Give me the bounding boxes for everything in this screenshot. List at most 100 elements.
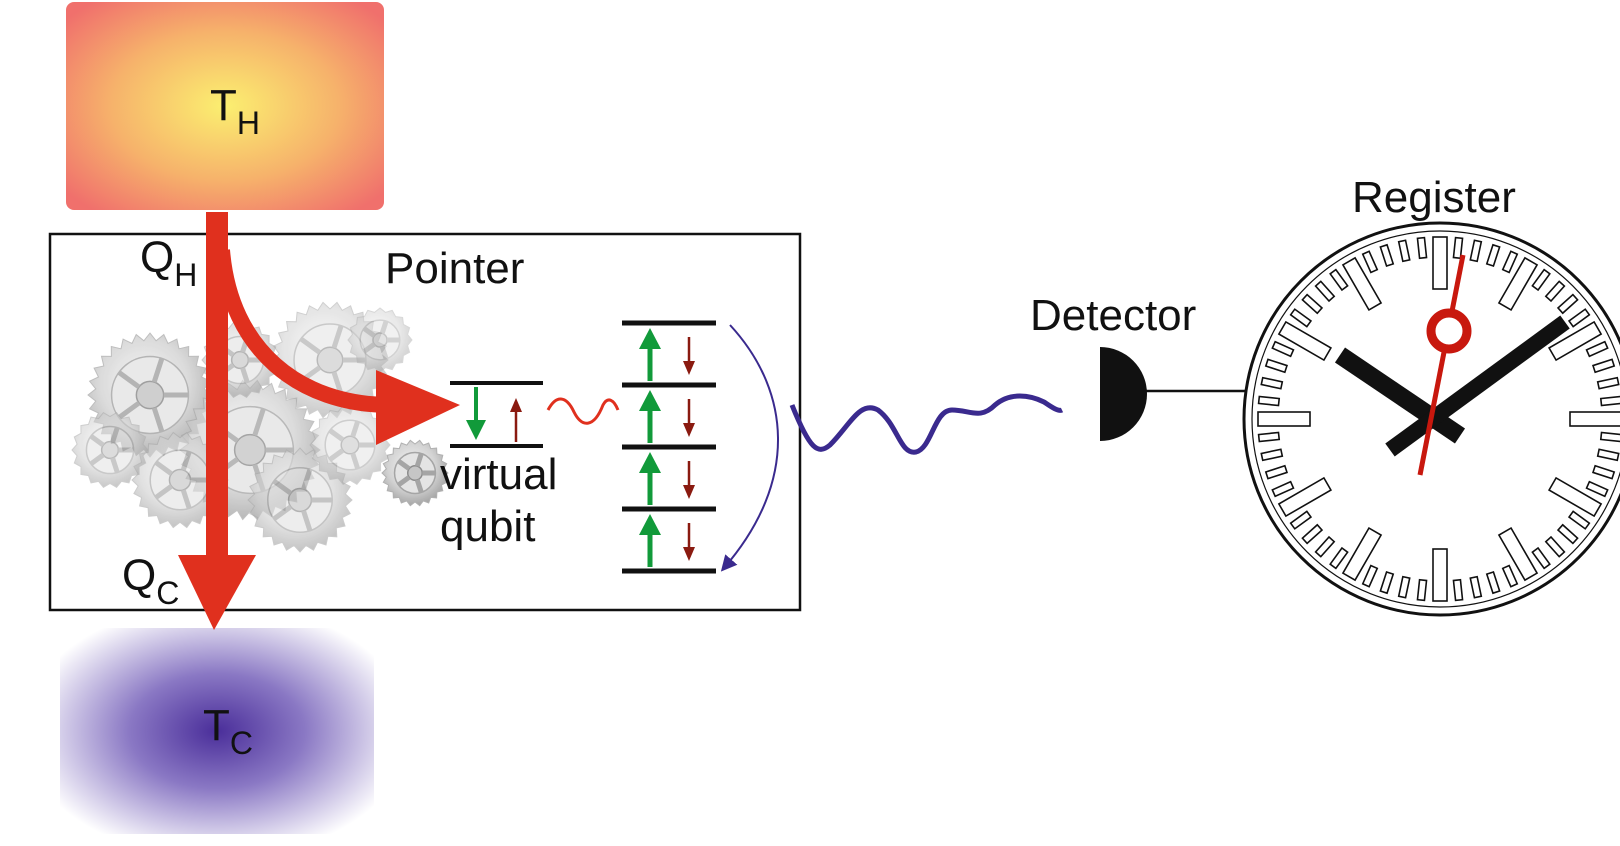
clock-minute-mark: [1301, 293, 1324, 315]
gear: [347, 307, 413, 373]
clock-minute-mark: [1257, 431, 1281, 443]
clock-minute-mark: [1531, 546, 1551, 570]
qubit-up-arrow: [510, 398, 522, 442]
clock-second-hand: [1417, 254, 1466, 476]
clock-minute-mark: [1379, 570, 1395, 595]
pointer-label: Pointer: [385, 244, 524, 293]
energy-ladder: [622, 320, 716, 574]
clock-minute-mark: [1264, 358, 1289, 374]
clock-minute-mark: [1289, 510, 1313, 530]
gear: [381, 439, 449, 507]
clock-minute-mark: [1260, 448, 1284, 462]
heat-branch-arrowhead: [376, 370, 460, 445]
register-clock-icon: [1242, 221, 1620, 617]
clock-minute-mark: [1596, 448, 1620, 462]
clock-minute-mark: [1397, 239, 1411, 263]
clock-hour-mark: [1569, 411, 1620, 427]
ladder-up-arrow: [639, 452, 661, 505]
ladder-transition-arrow: [720, 324, 779, 572]
clock-minute-mark: [1556, 293, 1579, 315]
clock-minute-mark: [1591, 464, 1616, 480]
clock-minute-mark: [1485, 243, 1501, 268]
clock-minute-mark: [1416, 578, 1428, 602]
ladder-down-arrow: [683, 399, 695, 437]
clock-hour-mark: [1257, 411, 1311, 427]
clock-minute-mark: [1452, 578, 1464, 602]
clock-minute-mark: [1452, 236, 1464, 260]
clock-hour-mark: [1277, 476, 1333, 518]
clock-hour-mark: [1497, 526, 1539, 582]
clock-minute-mark: [1567, 510, 1591, 530]
clock-hour-mark: [1432, 236, 1448, 290]
heat-branch-arrow: [214, 249, 391, 413]
heat-flow-arrowhead: [178, 555, 256, 630]
gear: [247, 447, 353, 553]
clock-minute-mark: [1329, 546, 1349, 570]
clock-hour-mark: [1341, 256, 1383, 312]
clock-minute-mark: [1271, 340, 1295, 358]
clock-minute-mark: [1531, 268, 1551, 292]
clock-minute-mark: [1361, 250, 1379, 274]
clock-minute-mark: [1289, 308, 1313, 328]
register-label: Register: [1352, 173, 1516, 222]
clock-hour-mark: [1341, 526, 1383, 582]
clock-minute-mark: [1397, 575, 1411, 599]
clock-minute-mark: [1585, 480, 1609, 498]
photon-wave: [789, 393, 1064, 455]
clock-minute-mark: [1264, 464, 1289, 480]
clock-minute-mark: [1329, 268, 1349, 292]
cold-bath-label: TC: [203, 701, 253, 761]
clock-minute-mark: [1260, 376, 1284, 390]
clock-minute-mark: [1271, 480, 1295, 498]
ladder-down-arrow: [683, 523, 695, 561]
clock-minute-mark: [1596, 376, 1620, 390]
virtual-qubit-label-2: qubit: [440, 502, 535, 551]
clock-minute-mark: [1469, 575, 1483, 599]
clock-minute-mark: [1599, 395, 1620, 407]
clock-minute-mark: [1301, 523, 1324, 545]
clock-minute-mark: [1314, 535, 1336, 558]
clock-hour-mark: [1547, 476, 1603, 518]
ladder-down-arrow: [683, 461, 695, 499]
clock-minute-mark: [1416, 236, 1428, 260]
gear: [131, 431, 229, 529]
qubit-down-arrow: [466, 387, 486, 440]
detector-label: Detector: [1030, 291, 1196, 340]
clock-hour-mark: [1497, 256, 1539, 312]
ladder-up-arrow: [639, 514, 661, 567]
clock-minute-mark: [1379, 243, 1395, 268]
cold-bath: [60, 628, 374, 834]
clock-minute-mark: [1567, 308, 1591, 328]
heat-in-label: QH: [140, 233, 197, 293]
clock-minute-mark: [1469, 239, 1483, 263]
ladder-up-arrow: [639, 390, 661, 443]
hot-bath: [66, 2, 384, 210]
detector-icon: [1100, 347, 1147, 441]
clock-hour-mark: [1547, 320, 1603, 362]
clock-minute-mark: [1314, 280, 1336, 303]
clock-minute-mark: [1544, 280, 1566, 303]
clock-minute-mark: [1501, 564, 1519, 588]
clock-minute-mark: [1544, 535, 1566, 558]
gear: [71, 411, 149, 489]
virtual-qubit-label: virtual: [440, 450, 557, 499]
hot-bath-label: TH: [210, 81, 260, 141]
clock-minute-mark: [1257, 395, 1281, 407]
clock-minute-mark: [1556, 523, 1579, 545]
clock-hour-mark: [1432, 548, 1448, 602]
clock-minute-mark: [1599, 431, 1620, 443]
clock-minute-hand: [1385, 315, 1570, 457]
coupling-wiggle: [546, 397, 620, 425]
ladder-down-arrow: [683, 337, 695, 375]
clock-minute-mark: [1485, 570, 1501, 595]
heat-out-label: QC: [122, 551, 179, 611]
clock-minute-mark: [1585, 340, 1609, 358]
clock-hour-mark: [1277, 320, 1333, 362]
clock-minute-mark: [1501, 250, 1519, 274]
ladder-up-arrow: [639, 328, 661, 381]
clock-minute-mark: [1361, 564, 1379, 588]
clock-minute-mark: [1591, 358, 1616, 374]
gear: [309, 404, 391, 486]
